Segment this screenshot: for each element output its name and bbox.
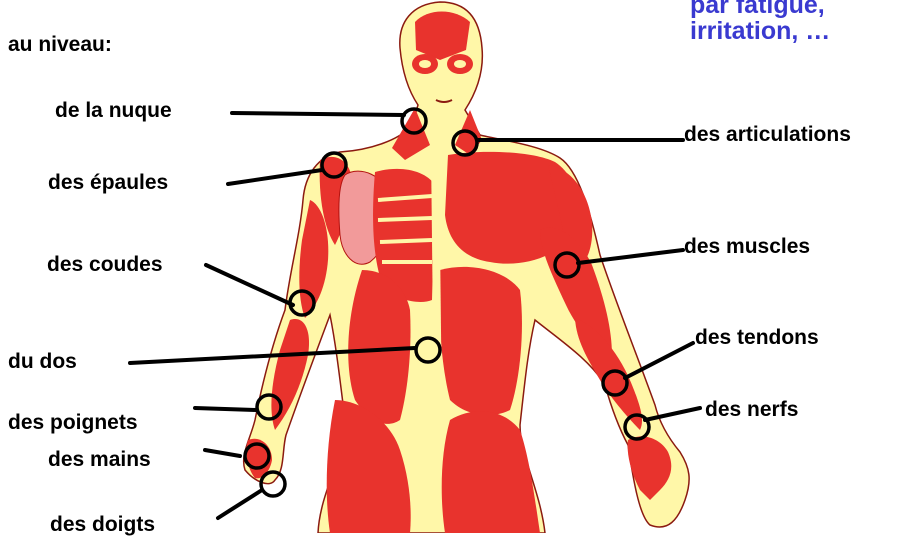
label-articulations: des articulations [684, 124, 851, 145]
leader-line-poignets [195, 408, 256, 410]
leader-line-coudes [206, 265, 293, 305]
label-tendons: des tendons [695, 327, 819, 348]
label-muscles: des muscles [684, 236, 810, 257]
eye-right [454, 60, 466, 68]
heading-label: au niveau: [8, 34, 112, 55]
eye-left [419, 60, 431, 68]
leader-line-mains [205, 450, 240, 456]
leader-line-doigts [218, 490, 262, 518]
label-coudes: des coudes [47, 254, 163, 275]
abdomen-right [439, 267, 522, 415]
label-doigts: des doigts [50, 514, 155, 535]
label-dos: du dos [8, 351, 77, 372]
corner-text-line2: irritation, … [690, 18, 830, 44]
label-mains: des mains [48, 449, 151, 470]
label-poignets: des poignets [8, 412, 138, 433]
leg-right [442, 411, 540, 533]
sternum [435, 150, 438, 420]
label-epaules: des épaules [48, 172, 168, 193]
human-torso [244, 2, 690, 533]
label-nerfs: des nerfs [705, 399, 798, 420]
label-nuque: de la nuque [55, 100, 172, 121]
leader-line-nuque [232, 113, 404, 115]
corner-text-line1: par fatigue, [690, 0, 825, 18]
